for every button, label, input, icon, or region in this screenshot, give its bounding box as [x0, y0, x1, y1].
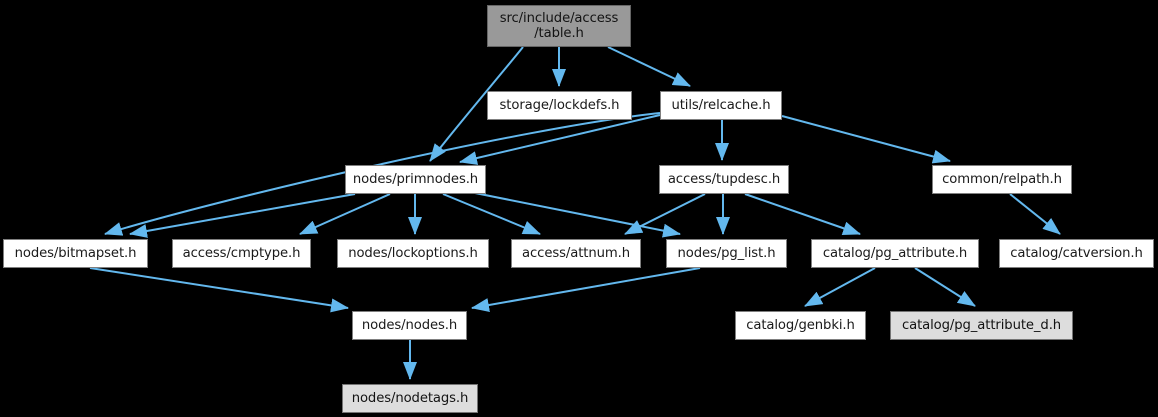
- node-genbki[interactable]: catalog/genbki.h: [735, 311, 866, 340]
- node-pgattributed[interactable]: catalog/pg_attribute_d.h: [890, 311, 1073, 340]
- edge-relcache-to-relpath: [781, 115, 951, 164]
- node-pglist[interactable]: nodes/pg_list.h: [666, 239, 787, 268]
- node-pgattribute[interactable]: catalog/pg_attribute.h: [811, 239, 979, 268]
- edge-primnodes-to-cmptype: [299, 193, 391, 235]
- node-lockdefs[interactable]: storage/lockdefs.h: [487, 91, 632, 120]
- node-cmptype[interactable]: access/cmptype.h: [172, 239, 311, 268]
- edge-bitmapset-to-nodes: [89, 267, 349, 313]
- node-relpath[interactable]: common/relpath.h: [932, 165, 1072, 194]
- edge-tupdesc-to-pgattribute: [744, 193, 861, 236]
- edge-pglist-to-nodes: [471, 267, 701, 312]
- node-nodetags[interactable]: nodes/nodetags.h: [342, 384, 478, 413]
- node-relcache[interactable]: utils/relcache.h: [660, 91, 782, 120]
- node-table[interactable]: src/include/access /table.h: [487, 5, 631, 47]
- edge-primnodes-to-pglist: [469, 191, 681, 238]
- edge-pgattribute-to-genbki: [804, 267, 876, 307]
- node-catversion[interactable]: catalog/catversion.h: [999, 239, 1154, 268]
- edge-relpath-to-catversion: [1009, 193, 1061, 235]
- node-bitmapset[interactable]: nodes/bitmapset.h: [3, 239, 148, 268]
- edge-pgattribute-to-pgattributed: [914, 267, 976, 307]
- node-attnum[interactable]: access/attnum.h: [511, 239, 641, 268]
- node-primnodes[interactable]: nodes/primnodes.h: [345, 165, 486, 194]
- node-lockoptions[interactable]: nodes/lockoptions.h: [337, 239, 489, 268]
- edge-table-to-relcache: [607, 46, 691, 87]
- edge-primnodes-to-attnum: [442, 193, 541, 235]
- edge-relcache-to-primnodes: [459, 114, 661, 165]
- node-nodes[interactable]: nodes/nodes.h: [352, 311, 467, 340]
- edge-tupdesc-to-attnum: [624, 193, 706, 235]
- node-tupdesc[interactable]: access/tupdesc.h: [659, 165, 789, 194]
- edge-primnodes-to-bitmapset: [129, 193, 356, 238]
